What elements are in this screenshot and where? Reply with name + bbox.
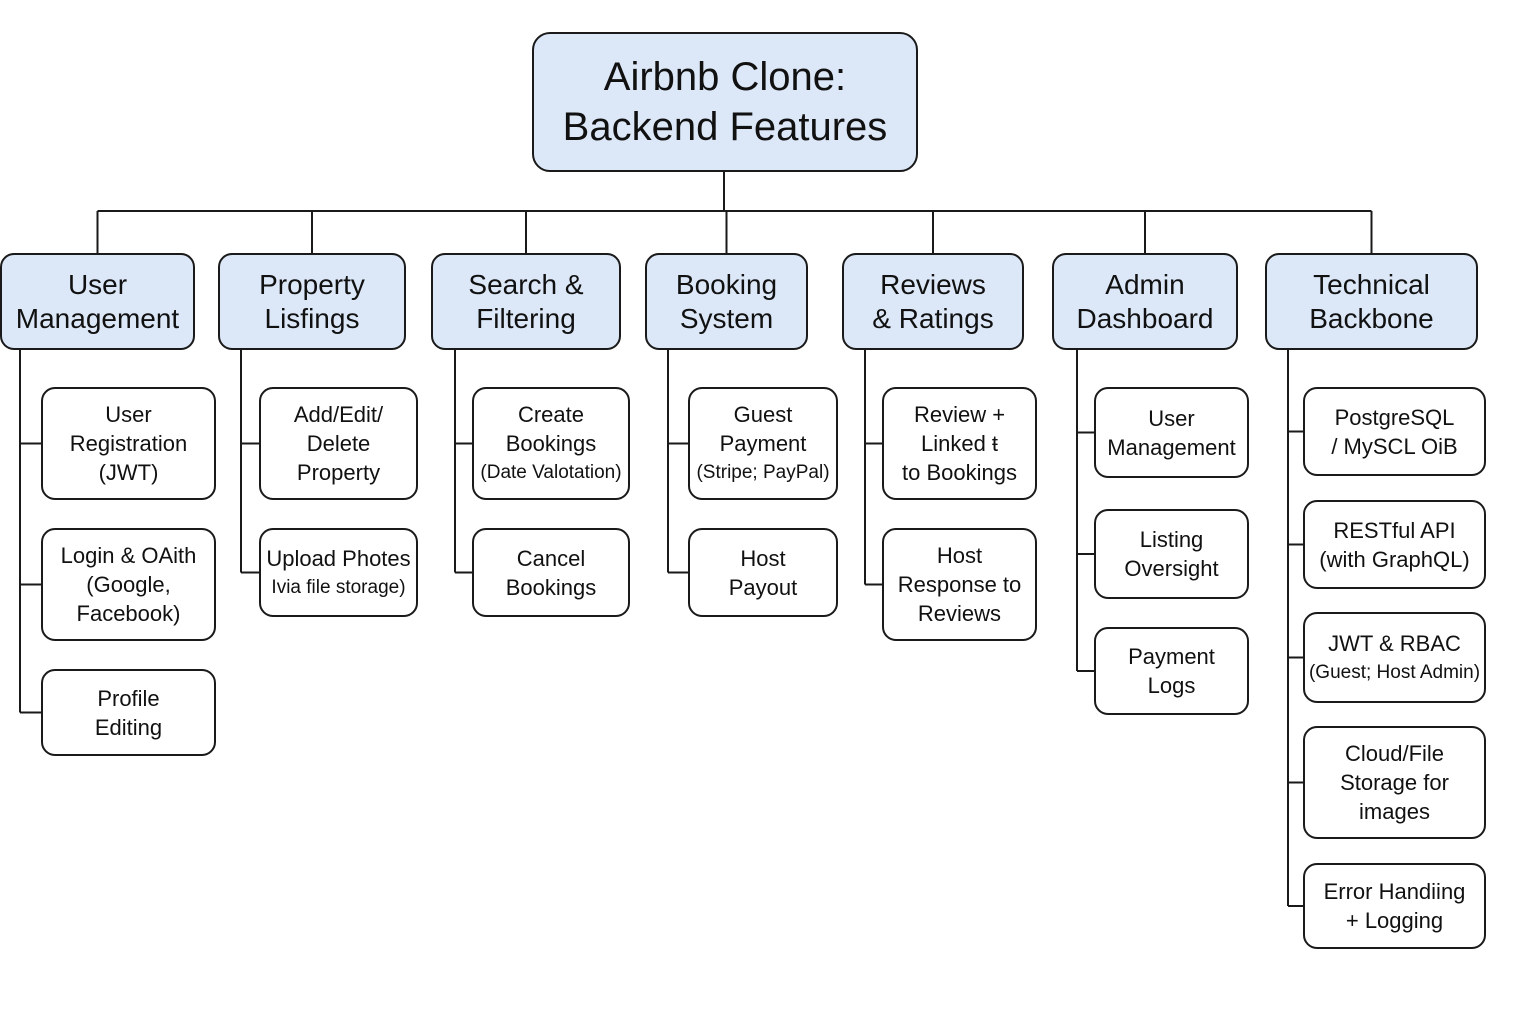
feature-item-label: Review + Linked ŧ to Bookings bbox=[902, 402, 1017, 485]
feature-item-label: Upload Photes bbox=[266, 545, 411, 571]
feature-item-label: Error Handiing + Logging bbox=[1323, 879, 1466, 933]
category-search-filtering: Search & Filtering bbox=[431, 253, 621, 350]
category-user-management: User Management bbox=[0, 253, 195, 350]
category-property-lisfings: Property Lisfings bbox=[218, 253, 406, 350]
feature-item-label: Create Bookings bbox=[505, 402, 597, 456]
feature-item-label: User Management bbox=[1107, 405, 1236, 460]
feature-item: Guest Payment (Stripe; PayPal) bbox=[688, 387, 838, 500]
feature-item-sublabel: (Date Valotation) bbox=[480, 462, 622, 483]
root-title: Airbnb Clone: Backend Features bbox=[562, 55, 888, 149]
feature-item: PostgreSQL / MySCL OiB bbox=[1303, 387, 1486, 476]
feature-item-text: User Registration (JWT) bbox=[70, 400, 187, 487]
feature-item: Login & OAith (Google, Facebook) bbox=[41, 528, 216, 641]
feature-item-text: Error Handiing + Logging bbox=[1324, 877, 1466, 935]
feature-item-label: Login & OAith (Google, Facebook) bbox=[60, 543, 197, 626]
feature-item: Review + Linked ŧ to Bookings bbox=[882, 387, 1037, 500]
feature-item: Create Bookings (Date Valotation) bbox=[472, 387, 630, 500]
feature-item-label: Cloud/File Storage for images bbox=[1340, 741, 1449, 824]
feature-item-label: Cancel Bookings bbox=[505, 545, 597, 600]
feature-item-text: Add/Edit/ Delete Property bbox=[294, 400, 383, 487]
feature-item: Error Handiing + Logging bbox=[1303, 863, 1486, 949]
feature-item-text: Cloud/File Storage for images bbox=[1340, 739, 1449, 826]
feature-item: Host Response to Reviews bbox=[882, 528, 1037, 641]
feature-item: RESTful API (with GraphQL) bbox=[1303, 500, 1486, 589]
feature-item: Add/Edit/ Delete Property bbox=[259, 387, 418, 500]
feature-item-label: Listing Oversight bbox=[1124, 527, 1219, 581]
feature-item-text: Login & OAith (Google, Facebook) bbox=[61, 541, 197, 628]
feature-item-sublabel: (Guest; Host Admin) bbox=[1308, 661, 1481, 683]
category-label: Search & Filtering bbox=[468, 268, 584, 334]
feature-item-label: Payment Logs bbox=[1128, 644, 1215, 698]
feature-item: User Registration (JWT) bbox=[41, 387, 216, 500]
feature-item: Cloud/File Storage for images bbox=[1303, 726, 1486, 839]
feature-item-label: Host Response to Reviews bbox=[897, 543, 1022, 626]
feature-item: Payment Logs bbox=[1094, 627, 1249, 715]
feature-item: Host Payout bbox=[688, 528, 838, 617]
feature-item-text: Host Payout bbox=[729, 544, 798, 602]
feature-item-label: JWT & RBAC bbox=[1328, 630, 1461, 656]
feature-item-text: RESTful API (with GraphQL) bbox=[1319, 516, 1469, 574]
category-reviews-ratings: Reviews & Ratings bbox=[842, 253, 1024, 350]
feature-item-text: Host Response to Reviews bbox=[898, 541, 1022, 628]
category-label: Reviews & Ratings bbox=[872, 268, 994, 334]
category-technical-backbone: Technical Backbone bbox=[1265, 253, 1478, 350]
feature-item-text: Review + Linked ŧ to Bookings bbox=[902, 400, 1017, 487]
category-label: Admin Dashboard bbox=[1076, 268, 1214, 334]
feature-item-text: Guest Payment (Stripe; PayPal) bbox=[696, 400, 829, 487]
feature-item-text: Create Bookings (Date Valotation) bbox=[480, 400, 621, 487]
feature-item: Listing Oversight bbox=[1094, 509, 1249, 599]
feature-item-label: Profile Editing bbox=[94, 685, 163, 740]
feature-item-sublabel: (Stripe; PayPal) bbox=[696, 462, 830, 483]
feature-item-label: RESTful API (with GraphQL) bbox=[1319, 517, 1470, 572]
root-title-box: Airbnb Clone: Backend Features bbox=[532, 32, 918, 172]
feature-item: JWT & RBAC (Guest; Host Admin) bbox=[1303, 612, 1486, 703]
feature-item-text: JWT & RBAC (Guest; Host Admin) bbox=[1309, 629, 1480, 687]
category-admin-dashboard: Admin Dashboard bbox=[1052, 253, 1238, 350]
feature-item-text: Cancel Bookings bbox=[506, 544, 597, 602]
feature-item-text: User Management bbox=[1107, 404, 1235, 462]
feature-item: User Management bbox=[1094, 387, 1249, 478]
category-label: Technical Backbone bbox=[1309, 268, 1434, 334]
category-label: Property Lisfings bbox=[259, 268, 365, 334]
feature-item: Cancel Bookings bbox=[472, 528, 630, 617]
feature-item-text: Listing Oversight bbox=[1124, 525, 1218, 583]
category-label: Booking System bbox=[675, 268, 778, 334]
feature-item-label: Add/Edit/ Delete Property bbox=[293, 402, 384, 485]
feature-item-text: Payment Logs bbox=[1128, 642, 1215, 700]
feature-item-label: PostgreSQL / MySCL OiB bbox=[1331, 404, 1458, 459]
feature-item-label: User Registration (JWT) bbox=[69, 402, 188, 485]
feature-item-label: Host Payout bbox=[728, 545, 798, 600]
feature-item-sublabel: Ivia file storage) bbox=[271, 576, 406, 598]
feature-item-text: PostgreSQL / MySCL OiB bbox=[1331, 403, 1457, 461]
category-booking-system: Booking System bbox=[645, 253, 808, 350]
feature-item-label: Guest Payment bbox=[719, 402, 807, 456]
feature-item-text: Profile Editing bbox=[95, 684, 162, 742]
category-label: User Management bbox=[15, 268, 180, 334]
feature-item: Profile Editing bbox=[41, 669, 216, 756]
